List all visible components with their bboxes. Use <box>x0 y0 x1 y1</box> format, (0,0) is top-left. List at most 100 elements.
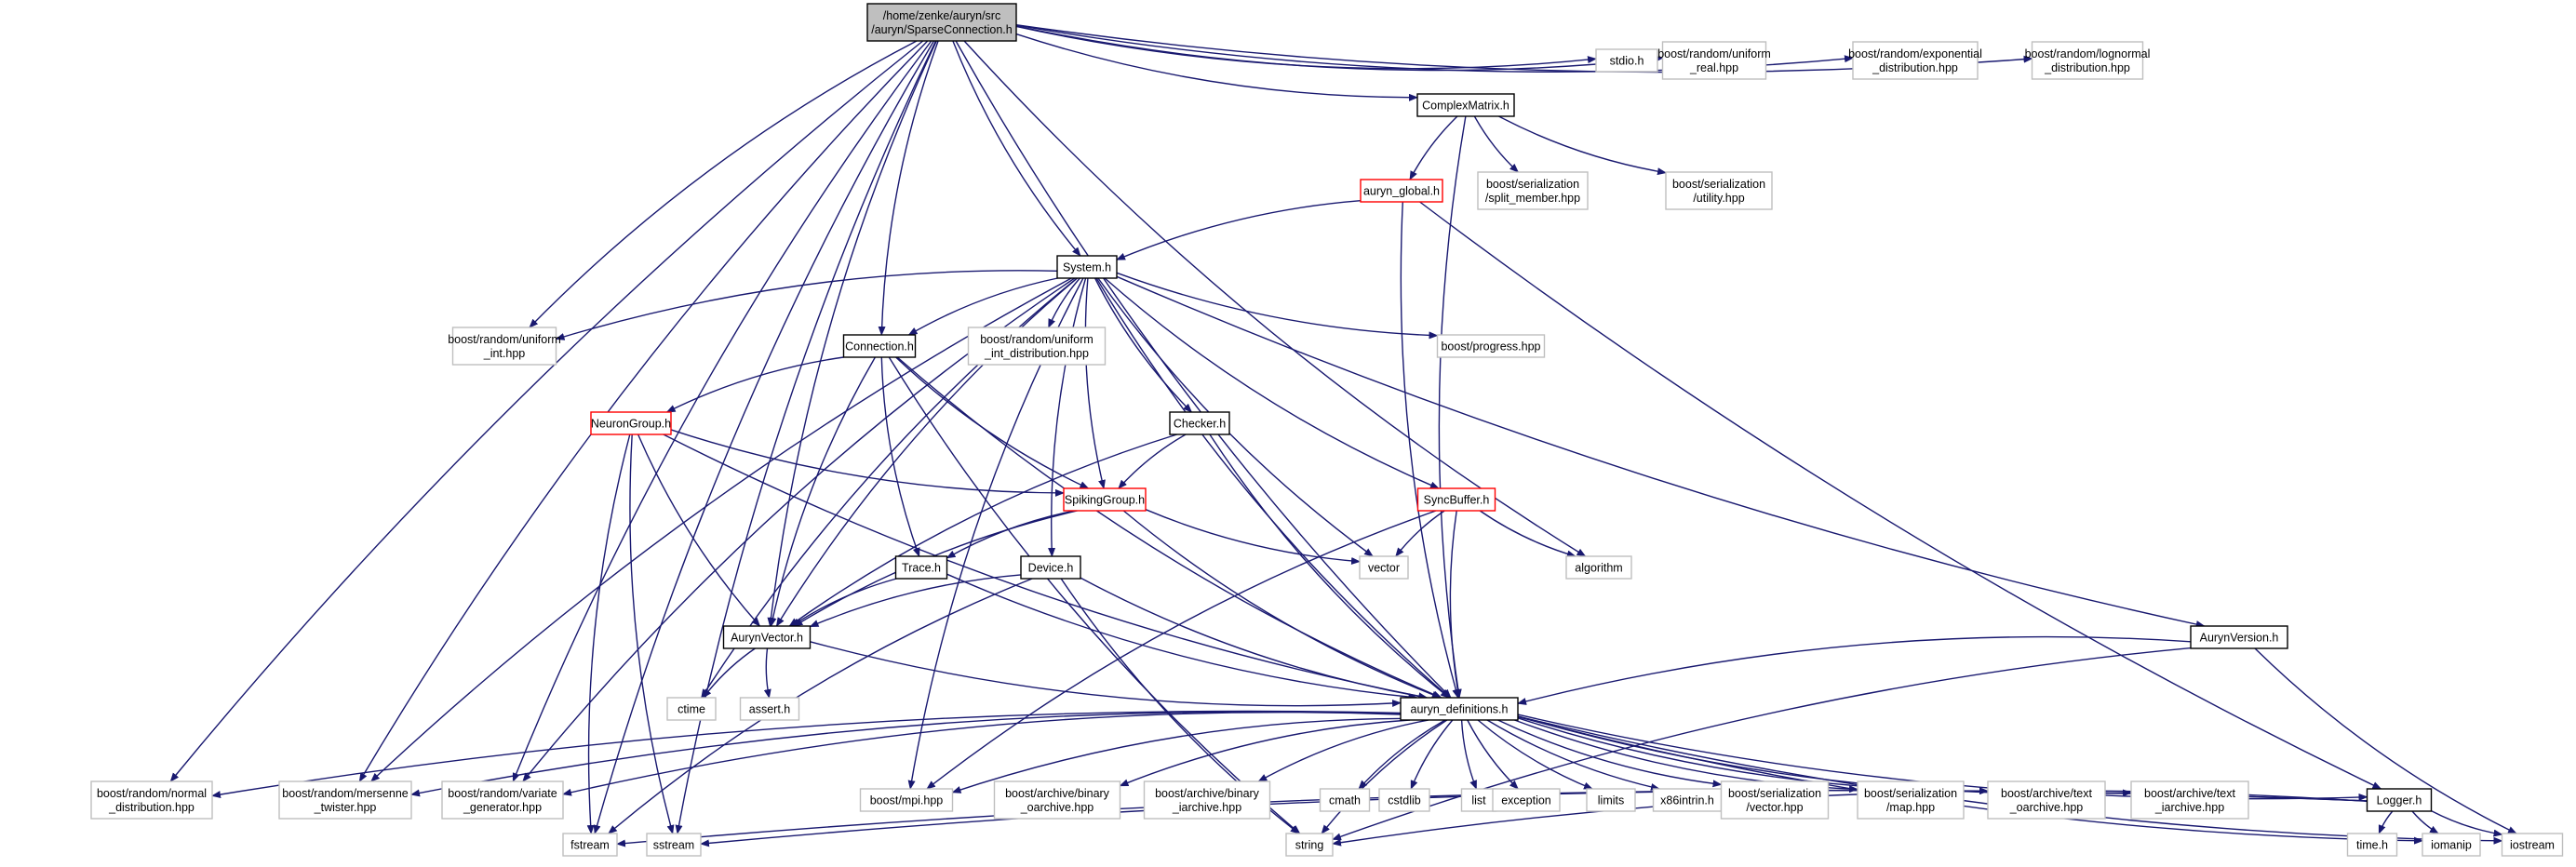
node-stdio: stdio.h <box>1595 48 1658 73</box>
edge-defs-to-limits <box>1477 719 1593 790</box>
node-box <box>1285 833 1334 857</box>
node-label: Checker.h <box>1174 418 1226 431</box>
edge-defs-to-exception <box>1467 719 1519 790</box>
node-label: SyncBuffer.h <box>1424 494 1490 507</box>
node-box <box>590 411 672 435</box>
node-box <box>1477 171 1589 210</box>
edge-root-to-aurynvector <box>767 40 937 627</box>
edge-system-to-mersenne <box>370 277 1072 782</box>
node-label: assert.h <box>749 703 791 716</box>
node-uniform-int: boost/random/uniform_int.hpp <box>448 327 561 366</box>
node-box <box>2190 625 2288 649</box>
edge-checker-to-spikinggroup <box>1118 434 1187 489</box>
edge-auryn-global-to-logger <box>1419 201 2382 790</box>
node-label: _distribution.hpp <box>2044 61 2130 74</box>
node-box <box>1319 788 1371 812</box>
node-box <box>278 780 412 820</box>
node-box <box>1665 171 1773 210</box>
node-ser-map: boost/serialization/map.hpp <box>1857 780 1965 820</box>
node-neurongroup[interactable]: NeuronGroup.h <box>590 411 672 435</box>
edge-device-to-fstream <box>608 578 1033 834</box>
node-box <box>562 833 618 857</box>
node-cstdlib: cstdlib <box>1378 788 1430 812</box>
node-label: boost/random/mersenne <box>282 787 409 800</box>
nodes-layer: /home/zenke/auryn/src/auryn/SparseConnec… <box>90 3 2564 857</box>
node-label: boost/progress.hpp <box>1441 340 1540 353</box>
edge-aurynversion-to-string <box>1332 647 2192 841</box>
edge-root-to-mersenne <box>358 40 929 782</box>
edge-spikinggroup-to-defs <box>1122 510 1442 699</box>
node-box <box>2346 833 2398 857</box>
edge-trace-to-defs <box>946 573 1418 701</box>
node-device[interactable]: Device.h <box>1020 555 1081 580</box>
node-box <box>2366 788 2433 812</box>
node-label: boost/serialization <box>1728 787 1821 800</box>
node-label: algorithm <box>1575 562 1622 575</box>
node-assert: assert.h <box>739 697 800 721</box>
node-label: boost/random/variate <box>448 787 557 800</box>
node-system[interactable]: System.h <box>1056 255 1118 279</box>
node-trace[interactable]: Trace.h <box>894 555 948 580</box>
node-box <box>842 334 917 358</box>
node-box <box>1360 179 1443 203</box>
node-time: time.h <box>2346 833 2398 857</box>
node-label: _oarchive.hpp <box>1020 801 1094 814</box>
edge-system-to-spikinggroup <box>1084 277 1106 489</box>
node-complexmatrix[interactable]: ComplexMatrix.h <box>1416 93 1515 117</box>
node-connection[interactable]: Connection.h <box>842 334 917 358</box>
edge-system-to-checker <box>1093 277 1193 413</box>
node-box <box>1852 41 1979 80</box>
node-checker[interactable]: Checker.h <box>1169 411 1230 435</box>
edge-auryn-global-to-defs <box>1400 201 1460 699</box>
node-box <box>1987 780 2106 820</box>
edge-device-to-aurynvector <box>809 574 1022 628</box>
edge-neurongroup-to-sstream <box>629 434 675 834</box>
node-iomanip: iomanip <box>2422 833 2481 857</box>
node-syncbuffer[interactable]: SyncBuffer.h <box>1416 487 1496 512</box>
edge-root-to-connection <box>878 40 939 336</box>
edge-connection-to-spikinggroup <box>895 356 1090 489</box>
node-box <box>1416 487 1496 512</box>
node-box <box>90 780 213 820</box>
node-box <box>859 788 954 812</box>
node-box <box>1720 780 1830 820</box>
node-label: boost/serialization <box>1672 178 1765 191</box>
edge-complexmatrix-to-ser-utility <box>1498 115 1667 176</box>
node-box <box>451 327 557 366</box>
edge-defs-to-bin-iarchive <box>1257 719 1429 782</box>
edge-root-to-complexmatrix <box>1015 33 1418 101</box>
node-ser-utility: boost/serialization/utility.hpp <box>1665 171 1773 210</box>
node-txt-oarchive: boost/archive/text_oarchive.hpp <box>1987 780 2106 820</box>
edge-complexmatrix-to-defs <box>1438 115 1467 699</box>
node-box <box>2501 833 2564 857</box>
node-defs[interactable]: auryn_definitions.h <box>1400 697 1519 721</box>
edge-defs-to-mersenne <box>410 711 1402 797</box>
node-box <box>646 833 702 857</box>
edge-auryn-global-to-system <box>1116 200 1362 260</box>
node-label: _generator.hpp <box>463 801 542 814</box>
edge-syncbuffer-to-mpi <box>926 510 1437 790</box>
node-box <box>1056 255 1118 279</box>
edge-system-to-connection <box>907 277 1058 336</box>
node-label: boost/random/uniform <box>448 333 561 346</box>
node-exponential: boost/random/exponential_distribution.hp… <box>1848 41 1982 80</box>
node-label: /home/zenke/auryn/src <box>883 9 1000 22</box>
node-label: Trace.h <box>902 562 941 575</box>
edge-spikinggroup-to-vector <box>1145 509 1361 565</box>
edge-connection-to-trace <box>880 356 920 557</box>
edge-device-to-defs <box>1080 577 1429 700</box>
edge-aurynvector-to-assert <box>763 647 771 699</box>
node-iostream: iostream <box>2501 833 2564 857</box>
edge-connection-to-string <box>888 356 1301 834</box>
edge-trace-to-aurynvector <box>790 578 897 627</box>
node-box <box>1492 788 1561 812</box>
node-box <box>1857 780 1965 820</box>
node-root[interactable]: /home/zenke/auryn/src/auryn/SparseConnec… <box>866 3 1017 42</box>
node-aurynvector[interactable]: AurynVector.h <box>722 625 812 649</box>
node-aurynversion[interactable]: AurynVersion.h <box>2190 625 2288 649</box>
edge-neurongroup-to-aurynvector <box>637 434 761 627</box>
node-spikinggroup[interactable]: SpikingGroup.h <box>1063 487 1147 512</box>
node-logger[interactable]: Logger.h <box>2366 788 2433 812</box>
node-label: _real.hpp <box>1689 61 1738 74</box>
node-auryn-global[interactable]: auryn_global.h <box>1360 179 1443 203</box>
